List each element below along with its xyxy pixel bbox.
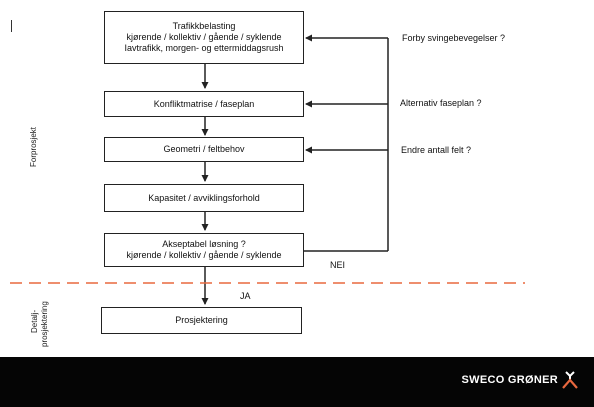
brand-name: SWECO GRØNER (461, 374, 558, 386)
sweco-logo-icon (562, 371, 578, 389)
box-akseptabel-losning: Akseptabel løsning ? kjørende / kollekti… (104, 233, 304, 267)
box-konfliktmatrise: Konfliktmatrise / faseplan (104, 91, 304, 117)
label-nei: NEI (330, 260, 346, 270)
phase-label-prosjektering: prosjektering (40, 301, 49, 347)
phase-label-forprosjekt: Forprosjekt (29, 126, 38, 167)
box-trafikkbelastning: Trafikkbelasting kjørende / kollektiv / … (104, 11, 304, 64)
footer-bar: SWECO GRØNER (0, 357, 594, 407)
flow-connectors (10, 34, 525, 305)
phase-label-detalj: Detalj- (30, 309, 39, 333)
text-cursor (11, 20, 12, 32)
box-prosjektering: Prosjektering (101, 307, 302, 334)
label-ja: JA (240, 291, 251, 301)
label-alternativ-faseplan: Alternativ faseplan ? (400, 98, 482, 108)
box-kapasitet: Kapasitet / avviklingsforhold (104, 184, 304, 212)
label-forby-svingebevegelser: Forby svingebevegelser ? (402, 33, 506, 43)
brand-logo: SWECO GRØNER (462, 371, 579, 389)
label-endre-antall-felt: Endre antall felt ? (401, 145, 472, 155)
box-geometri: Geometri / feltbehov (104, 137, 304, 162)
